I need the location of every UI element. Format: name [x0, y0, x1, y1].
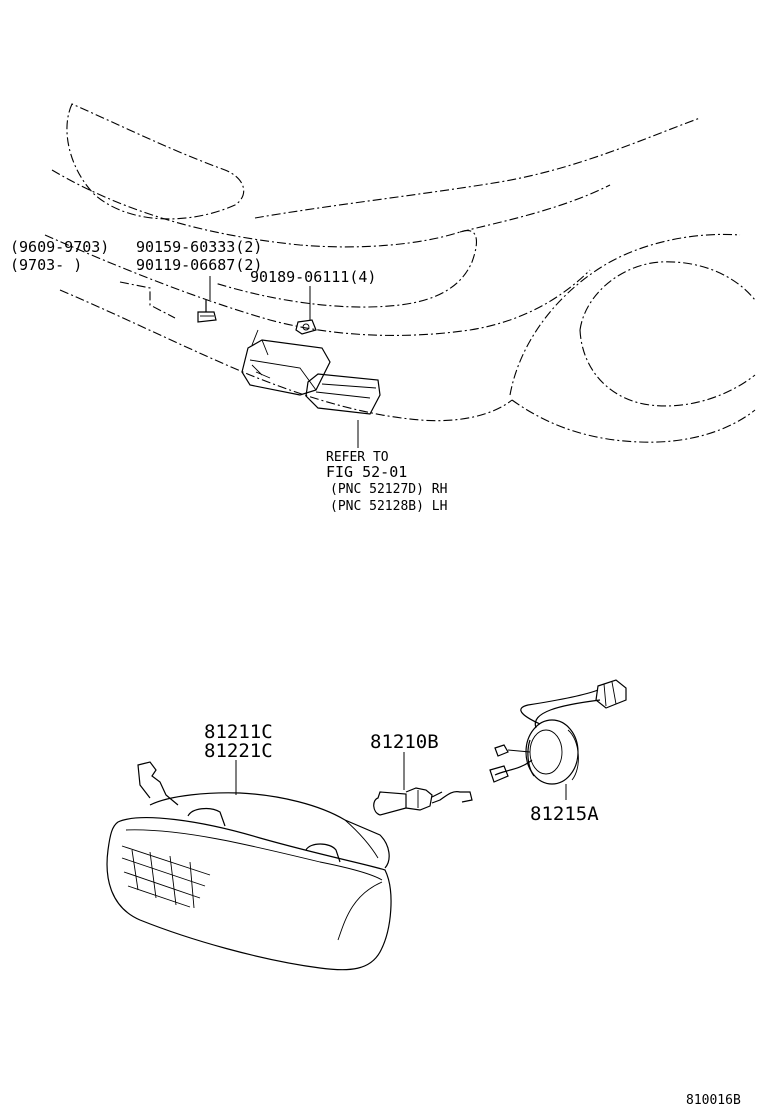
date-range-2: (9703- ) [10, 256, 82, 274]
refer-pnc-rh: (PNC 52127D) RH [330, 482, 447, 497]
nut-icon [295, 319, 317, 335]
refer-pnc-lh: (PNC 52128B) LH [330, 499, 447, 514]
socket-wire-icon [489, 679, 627, 785]
bulb-icon [373, 787, 473, 816]
part-number-socket[interactable]: 81215A [530, 803, 599, 825]
refer-figure-link[interactable]: FIG 52-01 [326, 463, 407, 481]
screw-icon [197, 300, 217, 323]
fog-lamp-housing [106, 761, 392, 971]
part-number-lamp-1[interactable]: 81211C [204, 721, 273, 743]
fog-lamp-installed [241, 329, 381, 415]
refer-to-label: REFER TO [326, 450, 389, 465]
figure-code: 810016B [686, 1093, 741, 1108]
vehicle-outline [44, 103, 756, 443]
part-number-screw-1[interactable]: 90159-60333(2) [136, 238, 262, 256]
part-number-bulb[interactable]: 81210B [370, 731, 439, 753]
part-number-lamp-2[interactable]: 81221C [204, 740, 273, 762]
part-number-screw-2[interactable]: 90119-06687(2) [136, 256, 262, 274]
part-number-nut[interactable]: 90189-06111(4) [250, 268, 376, 286]
date-range-1: (9609-9703) [10, 238, 109, 256]
